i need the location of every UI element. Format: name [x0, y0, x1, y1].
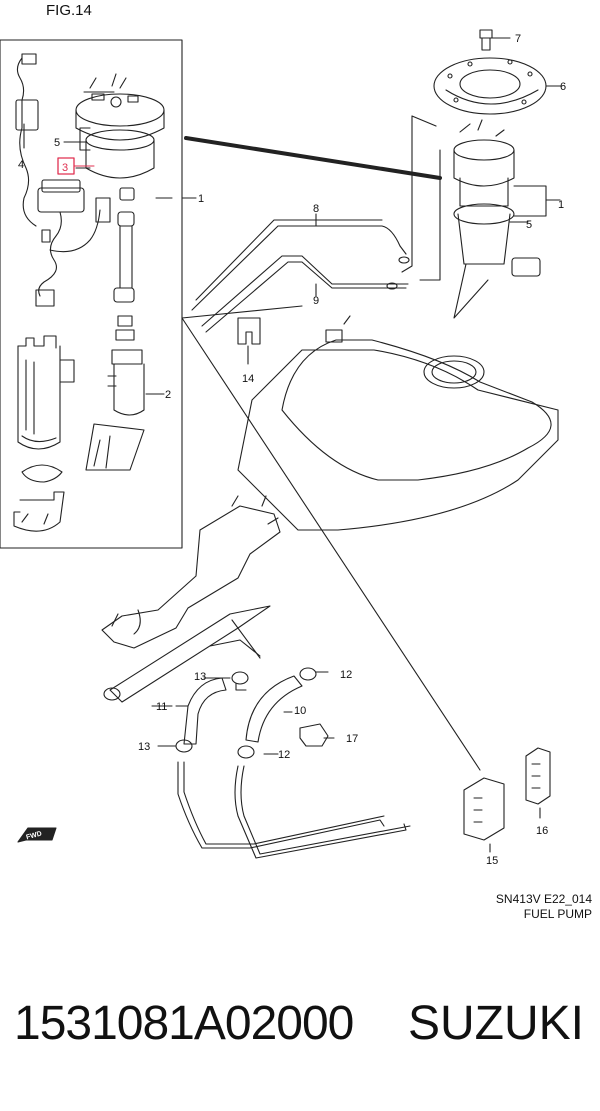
- clip-15-part: [463, 777, 505, 853]
- callout-5-assembly: 5: [526, 219, 532, 231]
- exploded-parts-diagram: 1 1 2 3 4 5 5 6 7 8 9 10 11 12 12 13 13 …: [0, 29, 566, 867]
- callout-12-top: 12: [340, 669, 352, 681]
- callout-2: 2: [165, 389, 171, 401]
- detail-lead-lines: [23, 123, 197, 395]
- pump-inner-tube-part: [113, 187, 135, 341]
- feed-pipe-part: [234, 765, 411, 859]
- clip-14-part: [237, 317, 261, 365]
- callout-8: 8: [313, 203, 319, 215]
- fwd-label: FWD: [25, 831, 42, 842]
- pump-housing-part: [17, 335, 75, 450]
- gasket-plate-part: [433, 57, 563, 115]
- callout-10: 10: [294, 705, 306, 717]
- callout-6: 6: [560, 81, 566, 93]
- callout-14: 14: [242, 373, 254, 385]
- fuel-line-9-part: [201, 255, 409, 333]
- pump-assembly-part: [453, 119, 561, 319]
- callout-9: 9: [313, 295, 319, 307]
- bolt-part: [479, 29, 511, 51]
- hose-11-part: [175, 677, 227, 745]
- diagram-reference: SN413V E22_014 FUEL PUMP: [496, 892, 592, 922]
- callout-16: 16: [536, 825, 548, 837]
- clip-16-part: [525, 747, 551, 819]
- retainer-clip-part: [13, 464, 65, 532]
- callout-17: 17: [346, 733, 358, 745]
- callout-11: 11: [156, 701, 167, 713]
- diagram-code: SN413V E22_014: [495, 892, 592, 906]
- fuel-pump-part: [85, 349, 145, 471]
- callout-5-detail: 5: [54, 137, 60, 149]
- callout-lead-lines: [151, 639, 293, 755]
- callout-12-bottom: 12: [278, 749, 290, 761]
- fuel-feed-rod-part: [103, 605, 271, 703]
- part-number: 1531081A02000: [14, 997, 354, 1050]
- assembly-leader-line: [401, 115, 441, 281]
- fuel-rail-part: [101, 495, 281, 649]
- figure-title: FIG.14: [46, 2, 92, 19]
- callout-1-assembly: 1: [558, 199, 564, 211]
- clamp-12-top-part: [299, 667, 329, 681]
- brand-name: SUZUKI: [407, 997, 584, 1050]
- hose-10-part: [245, 675, 303, 743]
- callout-7: 7: [515, 33, 521, 45]
- fuel-tank-part: [237, 315, 559, 531]
- wiring-harness-part: [15, 53, 111, 307]
- callout-13-bottom: 13: [138, 741, 150, 753]
- bracket-17-part: [299, 723, 335, 747]
- callout-13-top: 13: [194, 671, 206, 683]
- pump-top-flange-part: [75, 73, 165, 179]
- clamp-13-top-part: [231, 671, 249, 691]
- callout-4: 4: [18, 159, 24, 171]
- callout-labels: 1 1 2 3 4 5 5 6 7 8 9 10 11 12 12 13 13 …: [18, 33, 566, 867]
- clamp-12-bottom-part: [237, 745, 255, 759]
- fuel-line-8-part: [191, 213, 410, 311]
- detail-box-frame: [0, 39, 183, 549]
- forward-direction-icon: [17, 827, 57, 843]
- callout-15: 15: [486, 855, 498, 867]
- diagram-name: FUEL PUMP: [523, 907, 592, 921]
- detail-pointer-line: [184, 136, 442, 180]
- return-pipe-part: [177, 761, 385, 849]
- callout-3: 3: [62, 162, 68, 174]
- pump-leader-bracket: [181, 305, 481, 771]
- callout-1-detail: 1: [198, 193, 204, 205]
